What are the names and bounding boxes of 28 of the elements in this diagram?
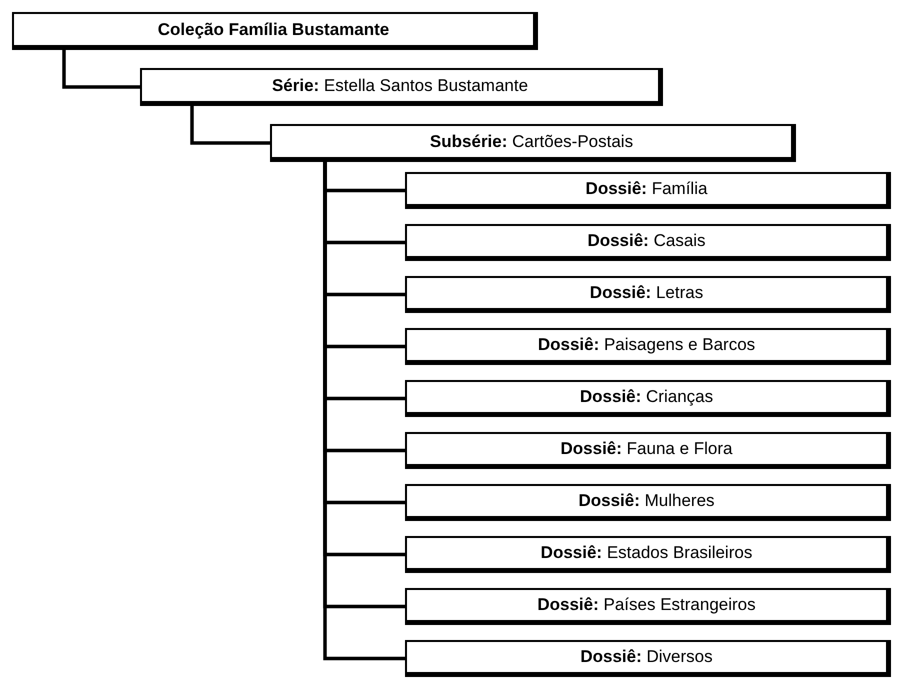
hierarchy-box bbox=[405, 328, 891, 365]
hierarchy-box bbox=[12, 12, 538, 50]
hierarchy-box bbox=[405, 224, 891, 261]
connector-line bbox=[190, 106, 270, 145]
hierarchy-box bbox=[405, 380, 891, 417]
hierarchy-box bbox=[405, 172, 891, 209]
hierarchy-box bbox=[405, 588, 891, 625]
hierarchy-box bbox=[270, 124, 796, 162]
hierarchy-box bbox=[405, 536, 891, 573]
box-label: Dossiê: Estados Brasileiros bbox=[540, 543, 752, 563]
hierarchy-box bbox=[405, 276, 891, 313]
hierarchy-box bbox=[405, 484, 891, 521]
box-label: Série: Estella Santos Bustamante bbox=[272, 76, 528, 96]
box-label: Dossiê: Família bbox=[586, 179, 708, 199]
hierarchy-box bbox=[405, 640, 891, 677]
box-label: Dossiê: Fauna e Flora bbox=[560, 439, 732, 459]
box-label: Dossiê: Casais bbox=[587, 231, 706, 251]
box-label: Coleção Família Bustamante bbox=[158, 20, 390, 40]
hierarchy-box bbox=[140, 68, 663, 106]
box-label: Dossiê: Crianças bbox=[580, 387, 714, 407]
hierarchy-box bbox=[405, 432, 891, 469]
box-label: Dossiê: Diversos bbox=[580, 647, 713, 667]
box-label: Dossiê: Mulheres bbox=[578, 491, 715, 511]
connector-line bbox=[62, 50, 140, 89]
box-label: Dossiê: Países Estrangeiros bbox=[537, 595, 756, 615]
box-label: Dossiê: Paisagens e Barcos bbox=[538, 335, 756, 355]
box-label: Dossiê: Letras bbox=[590, 283, 704, 303]
box-label: Subsérie: Cartões-Postais bbox=[430, 132, 634, 152]
